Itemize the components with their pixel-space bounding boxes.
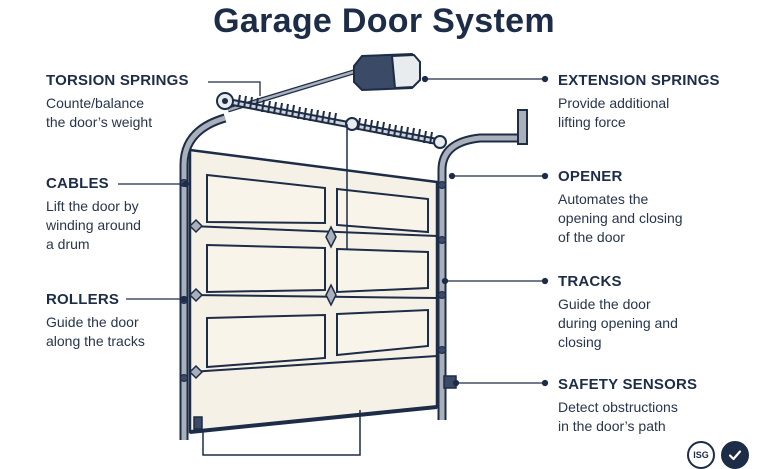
opener-description: Automates the opening and closing of the… (558, 191, 683, 245)
tracks-description: Guide the door during opening and closin… (558, 296, 678, 350)
torsion-springs-description: Counte/balance the door’s weight (46, 95, 153, 130)
isg-logo-text: ISG (693, 450, 709, 460)
label-tracks: TRACKS Guide the door during opening and… (558, 273, 758, 352)
torsion-spring-assembly (216, 92, 447, 149)
cable-drum-right (433, 135, 447, 149)
label-extension-springs: EXTENSION SPRINGS Provide additional lif… (558, 72, 758, 132)
spring-coils (237, 94, 433, 145)
rollers-heading: ROLLERS (46, 291, 120, 308)
safety-sensor-left (193, 416, 203, 430)
page-title: Garage Door System (213, 2, 555, 40)
leader-lines (118, 75, 549, 387)
safety-sensors-description: Detect obstructions in the door’s path (558, 399, 678, 434)
cables-heading: CABLES (46, 175, 109, 192)
extension-springs-heading: EXTENSION SPRINGS (558, 72, 720, 89)
cables-description: Lift the door by winding around a drum (46, 198, 141, 252)
door-panels (206, 173, 429, 369)
label-rollers: ROLLERS Guide the door along the tracks (46, 291, 246, 351)
label-safety-sensors: SAFETY SENSORS Detect obstructions in th… (558, 376, 758, 436)
center-bearing (345, 117, 359, 131)
extension-springs-description: Provide additional lifting force (558, 95, 670, 130)
floor-bracket (202, 410, 361, 456)
opener-unit (353, 52, 421, 92)
tracks-heading: TRACKS (558, 273, 622, 290)
torsion-springs-heading: TORSION SPRINGS (46, 72, 189, 89)
rollers-description: Guide the door along the tracks (46, 314, 145, 349)
isg-logo: ISG (687, 441, 715, 469)
tracks (179, 109, 528, 440)
label-cables: CABLES Lift the door by winding around a… (46, 175, 246, 254)
safety-sensors-heading: SAFETY SENSORS (558, 376, 698, 393)
label-torsion-springs: TORSION SPRINGS Counte/balance the door’… (46, 72, 246, 132)
opener-heading: OPENER (558, 168, 623, 185)
check-icon (721, 441, 749, 469)
garage-door (188, 148, 439, 434)
door-hinges (188, 218, 337, 380)
rear-hanger (517, 109, 528, 145)
label-opener: OPENER Automates the opening and closing… (558, 168, 758, 247)
